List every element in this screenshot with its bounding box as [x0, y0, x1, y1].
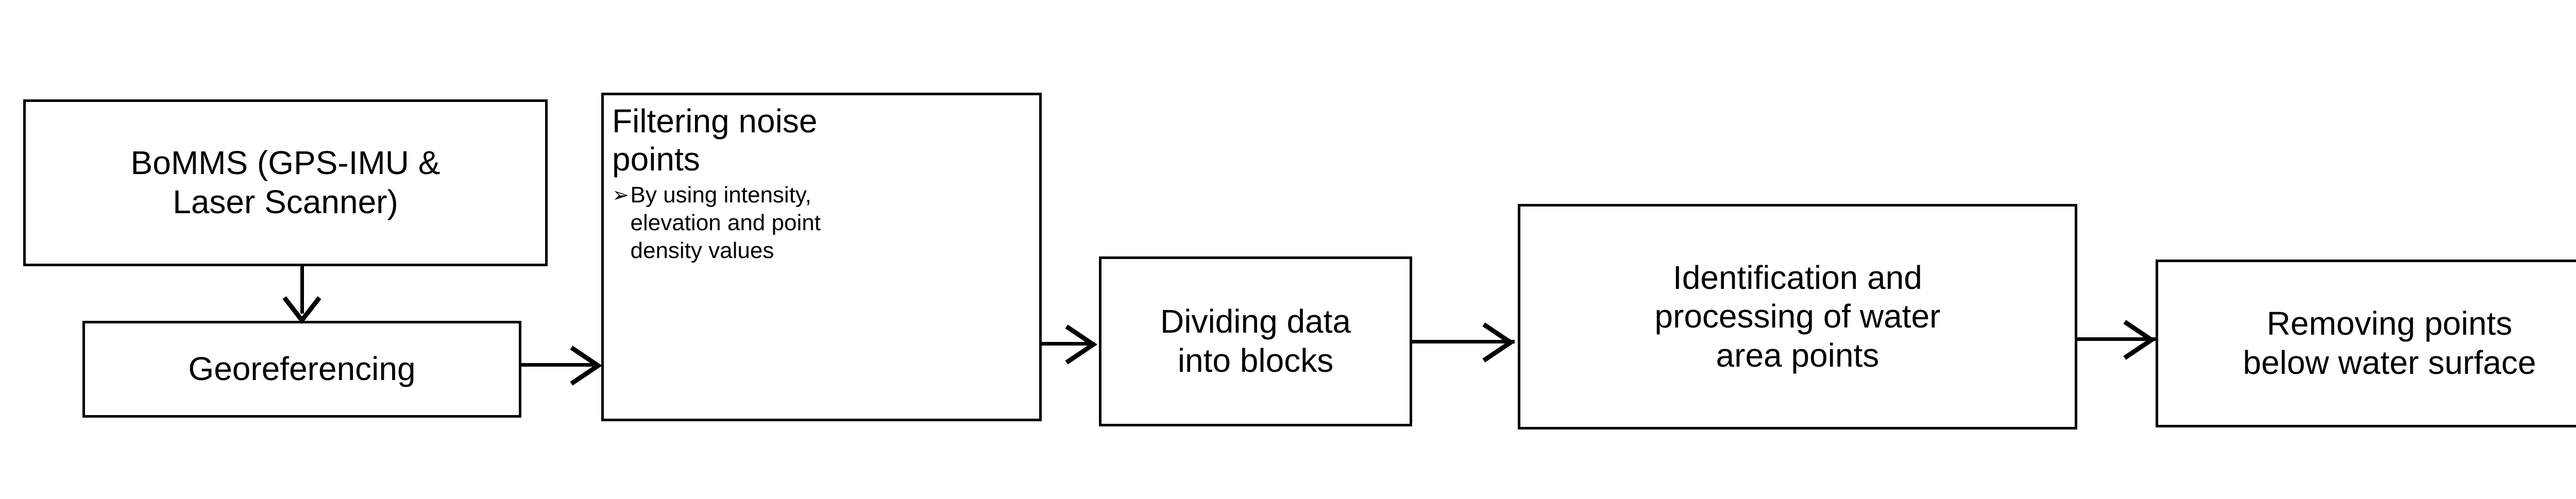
edge-dividing-to-identification-arrowhead [1482, 322, 1515, 363]
identify-line-1: Identification and [1673, 259, 1922, 296]
arrow-bullet-icon: ➢ [612, 184, 630, 207]
edge-filtering-to-dividing-line [1041, 342, 1095, 346]
identify-line-2: processing of water [1654, 298, 1941, 335]
edge-bomms-to-georeferencing-arrowhead [282, 296, 321, 324]
edge-filtering-to-dividing-arrowhead [1065, 324, 1098, 365]
bomms-line-2: Laser Scanner) [173, 183, 398, 220]
edge-georeferencing-to-filtering-line [521, 363, 594, 367]
edge-bomms-to-georeferencing-line [300, 266, 304, 314]
edge-georeferencing-to-filtering-arrowhead [570, 346, 603, 386]
filtering-bullet-line-2: elevation and point [630, 210, 821, 235]
dividing-data-node[interactable]: Dividing data into blocks [1099, 256, 1412, 426]
bomms-node[interactable]: BoMMS (GPS-IMU & Laser Scanner) [23, 99, 548, 266]
filtering-bullet-line-1: By using intensity, [630, 182, 811, 208]
georeferencing-label: Georeferencing [188, 350, 416, 388]
filtering-title-line-2: points [612, 140, 700, 178]
filtering-bullet-text: By using intensity, elevation and point … [631, 181, 821, 264]
identification-water-node[interactable]: Identification and processing of water a… [1518, 204, 2077, 429]
removing-points-node[interactable]: Removing points below water surface [2156, 260, 2576, 427]
edge-identification-to-removing-line [2076, 337, 2157, 341]
dividing-line-1: Dividing data [1160, 303, 1351, 340]
removing-line-2: below water surface [2243, 344, 2536, 381]
georeferencing-node[interactable]: Georeferencing [82, 321, 521, 418]
identify-line-3: area points [1716, 336, 1879, 374]
filtering-noise-points-node[interactable]: Filtering noise points ➢ By using intens… [601, 93, 1042, 421]
filtering-title: Filtering noise points [612, 102, 817, 178]
dividing-line-2: into blocks [1177, 342, 1334, 379]
bomms-line-1: BoMMS (GPS-IMU & [130, 144, 440, 182]
filtering-bullet-line-3: density values [630, 237, 774, 263]
filtering-bullet-item: ➢ By using intensity, elevation and poin… [612, 181, 821, 264]
edge-dividing-to-identification-line [1412, 340, 1515, 343]
removing-line-1: Removing points [2266, 305, 2513, 342]
filtering-title-line-1: Filtering noise [612, 102, 818, 140]
edge-identification-to-removing-arrowhead [2123, 320, 2156, 360]
